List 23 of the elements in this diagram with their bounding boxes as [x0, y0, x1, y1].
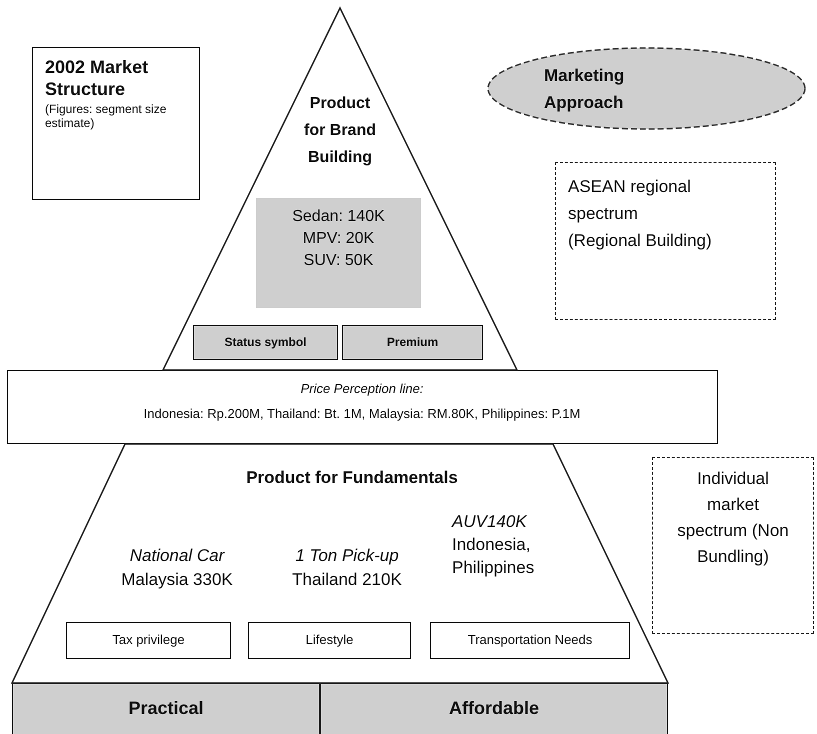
attribute-box: Premium — [342, 325, 483, 360]
card-heading: 2002 Market Structure — [45, 56, 150, 100]
foundation-block: Practical — [12, 683, 320, 734]
strategy-box: Individual market spectrum (Non Bundling) — [652, 457, 814, 634]
segment-figure: 1 Ton Pick-up Thailand 210K — [291, 545, 403, 591]
title-card — [32, 47, 200, 200]
need-box: Transportation Needs — [430, 622, 630, 659]
attribute-box: Status symbol — [193, 325, 338, 360]
pyramid-base-section — [12, 444, 668, 683]
segment-figure: AUV140K Indonesia, Philippines — [452, 511, 536, 579]
strategy-box: ASEAN regional spectrum (Regional Building) — [555, 162, 776, 320]
section-heading: Product for Brand Building — [303, 94, 377, 168]
band-text: Indonesia: Rp.200M, Thailand: Bt. 1M, Malaysia: RM.80K, Philippines: P.1M — [142, 406, 582, 421]
section-heading: Product for Fundamentals — [245, 468, 459, 488]
segment-size-panel: Sedan: 140K MPV: 20K SUV: 50K — [256, 198, 421, 308]
ellipse-label: Marketing Approach — [544, 65, 626, 114]
segment-figure: National Car Malaysia 330K — [120, 545, 234, 591]
approach-ellipse — [487, 47, 806, 130]
foundation-block: Affordable — [320, 683, 668, 734]
need-box: Lifestyle — [248, 622, 411, 659]
title-note: (Figures: segment size estimate) — [45, 102, 168, 130]
need-box: Tax privilege — [66, 622, 231, 659]
band-heading: Price Perception line: — [300, 381, 424, 396]
